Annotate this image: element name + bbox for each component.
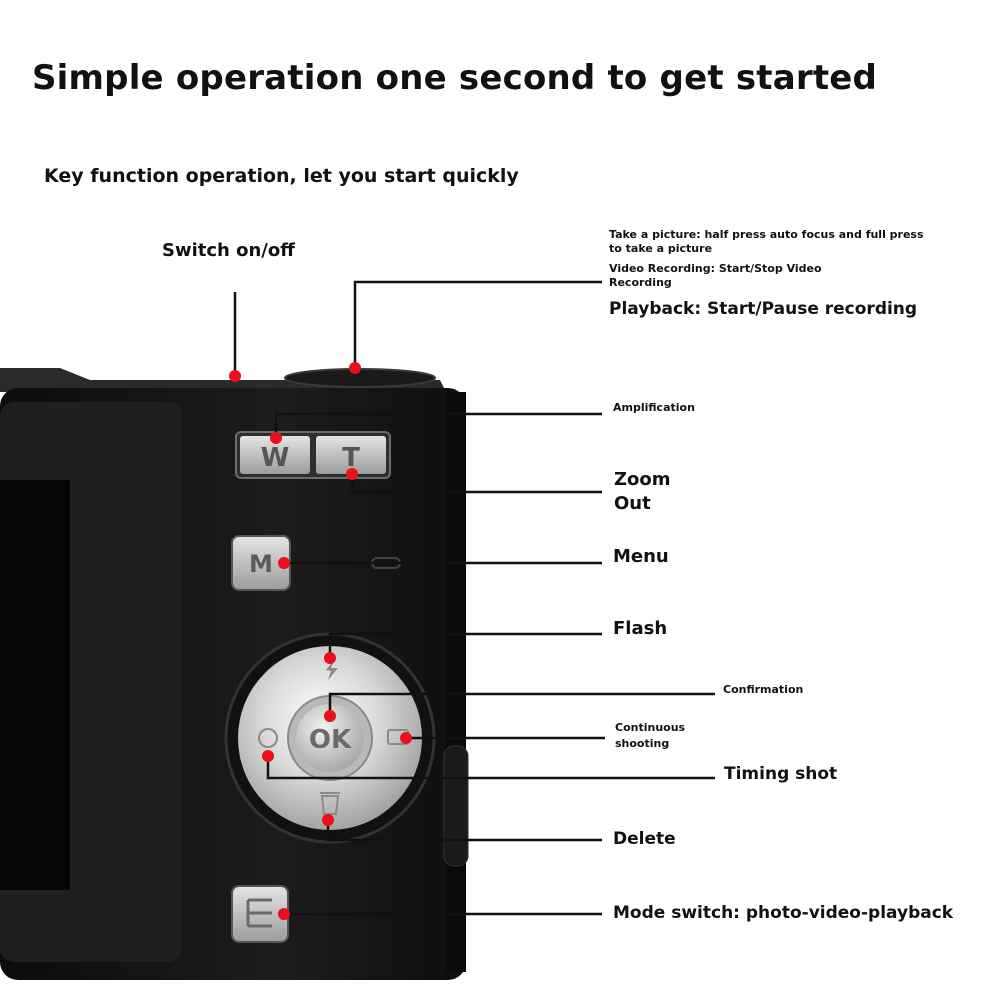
lcd-screen (0, 480, 70, 890)
strap-lug (443, 745, 469, 867)
marker-flash (324, 652, 336, 664)
zoom-wide-button (240, 436, 310, 474)
marker-timing (262, 750, 274, 762)
label-confirmation: Confirmation (723, 683, 804, 696)
flash-icon (326, 660, 338, 680)
leader-timing (266, 756, 715, 780)
label-timing-shot: Timing shot (724, 764, 838, 784)
marker-delete (322, 814, 334, 826)
marker-shutter (349, 362, 361, 374)
zoom-tele-glyph: T (342, 443, 360, 473)
leader-shutter (353, 280, 602, 368)
leader-confirmation (328, 692, 715, 716)
marker-zoom-out (346, 468, 358, 480)
callout-markers (229, 362, 412, 920)
marker-power (229, 370, 241, 382)
label-mode-switch: Mode switch: photo-video-playback (613, 903, 954, 923)
label-amplification: Amplification (613, 401, 695, 414)
leader-lines (233, 280, 715, 916)
marker-confirmation (324, 710, 336, 722)
label-menu: Menu (613, 546, 669, 567)
label-flash: Flash (613, 618, 668, 639)
label-delete: Delete (613, 829, 676, 849)
leader-flash (328, 632, 602, 656)
mode-switch-icon (246, 898, 272, 928)
ok-button-glyph: OK (309, 725, 352, 755)
label-continuous-line1: Continuous (615, 721, 686, 734)
label-continuous-line2: shooting (615, 737, 670, 750)
label-shutter-playback: Playback: Start/Pause recording (609, 299, 918, 319)
camera-side-edge (446, 392, 466, 972)
marker-continuous (400, 732, 412, 744)
label-zoom-out-line2: Out (614, 493, 651, 514)
menu-button-glyph: M (249, 550, 273, 578)
label-power: Switch on/off (162, 240, 295, 261)
marker-menu (278, 557, 290, 569)
zoom-tele-button (316, 436, 386, 474)
marker-mode (278, 908, 290, 920)
shutter-button (284, 368, 436, 388)
timer-icon (258, 728, 278, 748)
label-shutter-photo: Take a picture: half press auto focus an… (609, 228, 924, 255)
zoom-wide-glyph: W (261, 443, 290, 473)
page-subtitle: Key function operation, let you start qu… (44, 165, 519, 187)
page-title: Simple operation one second to get start… (32, 58, 878, 98)
trash-icon (320, 792, 340, 815)
marker-amplification (270, 432, 282, 444)
label-shutter-video: Video Recording: Start/Stop Video Record… (609, 262, 822, 289)
label-zoom-out-line1: Zoom (614, 469, 671, 490)
leader-amplification (274, 412, 602, 436)
ok-button (296, 704, 364, 772)
leader-delete (326, 820, 602, 842)
